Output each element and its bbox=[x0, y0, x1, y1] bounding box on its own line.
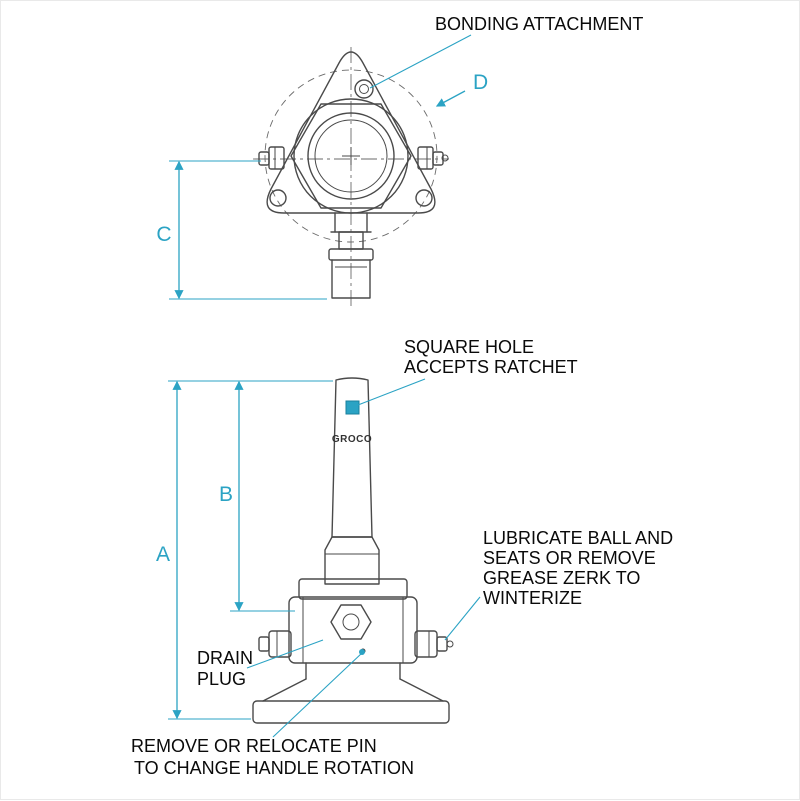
hex-nut-outline bbox=[290, 103, 412, 209]
label-bonding-attachment: BONDING ATTACHMENT bbox=[435, 14, 643, 34]
square-hole bbox=[345, 400, 360, 415]
valve-body bbox=[258, 578, 454, 664]
hose-barb-stem bbox=[328, 212, 374, 299]
label-drain-line2: PLUG bbox=[197, 669, 246, 689]
leader-bonding bbox=[369, 34, 472, 89]
handle-collar bbox=[324, 536, 380, 585]
label-drain-line1: DRAIN bbox=[197, 648, 253, 668]
leader-square-hole bbox=[357, 378, 426, 406]
label-lubricate-line4: WINTERIZE bbox=[483, 588, 582, 608]
side-view: GROCO bbox=[252, 377, 454, 724]
body-block bbox=[288, 596, 418, 664]
bolt-circle bbox=[264, 69, 438, 243]
dim-label-d: D bbox=[473, 71, 488, 94]
label-square-hole-line2: ACCEPTS RATCHET bbox=[404, 357, 578, 377]
label-lubricate-line3: GREASE ZERK TO bbox=[483, 568, 640, 588]
label-lubricate-line2: SEATS OR REMOVE bbox=[483, 548, 656, 568]
dim-label-a: A bbox=[156, 543, 170, 566]
leader-lubricate bbox=[444, 596, 481, 641]
leader-remove-pin bbox=[272, 652, 363, 738]
bonding-screw bbox=[359, 84, 369, 94]
left-body-bolt bbox=[258, 630, 292, 658]
left-side-fitting bbox=[258, 146, 285, 170]
handle: GROCO bbox=[331, 377, 373, 538]
mounting-base bbox=[252, 662, 450, 724]
captions: BONDING ATTACHMENT SQUARE HOLE ACCEPTS R… bbox=[131, 14, 673, 778]
bolt-hole-right bbox=[415, 189, 433, 207]
label-remove-pin-line1: REMOVE OR RELOCATE PIN bbox=[131, 736, 377, 756]
brand-text: GROCO bbox=[332, 434, 372, 445]
base-plate bbox=[252, 700, 450, 724]
label-lubricate-line1: LUBRICATE BALL AND bbox=[483, 528, 673, 548]
dim-label-c: C bbox=[156, 223, 171, 246]
bolt-hole-left bbox=[269, 189, 287, 207]
body-inner-circle bbox=[307, 112, 395, 200]
dimension-lines: C A B D bbox=[156, 71, 488, 720]
bore-circle bbox=[314, 119, 388, 193]
label-square-hole-line1: SQUARE HOLE bbox=[404, 337, 534, 357]
leader-pin-dot bbox=[359, 649, 365, 655]
leader-drain-plug bbox=[246, 639, 324, 669]
top-view bbox=[253, 47, 449, 307]
bonnet-flange bbox=[298, 578, 408, 600]
body-outer-circle bbox=[293, 98, 409, 214]
bolt-hole-top bbox=[354, 79, 374, 99]
grease-zerk bbox=[414, 630, 454, 658]
triangular-flange bbox=[266, 51, 436, 214]
leader-lines bbox=[246, 34, 481, 738]
label-remove-pin-line2: TO CHANGE HANDLE ROTATION bbox=[134, 758, 414, 778]
right-side-fitting bbox=[417, 146, 449, 170]
dim-arrow-d bbox=[435, 90, 466, 107]
drain-plug-hex bbox=[330, 604, 372, 640]
dim-label-b: B bbox=[219, 483, 233, 506]
